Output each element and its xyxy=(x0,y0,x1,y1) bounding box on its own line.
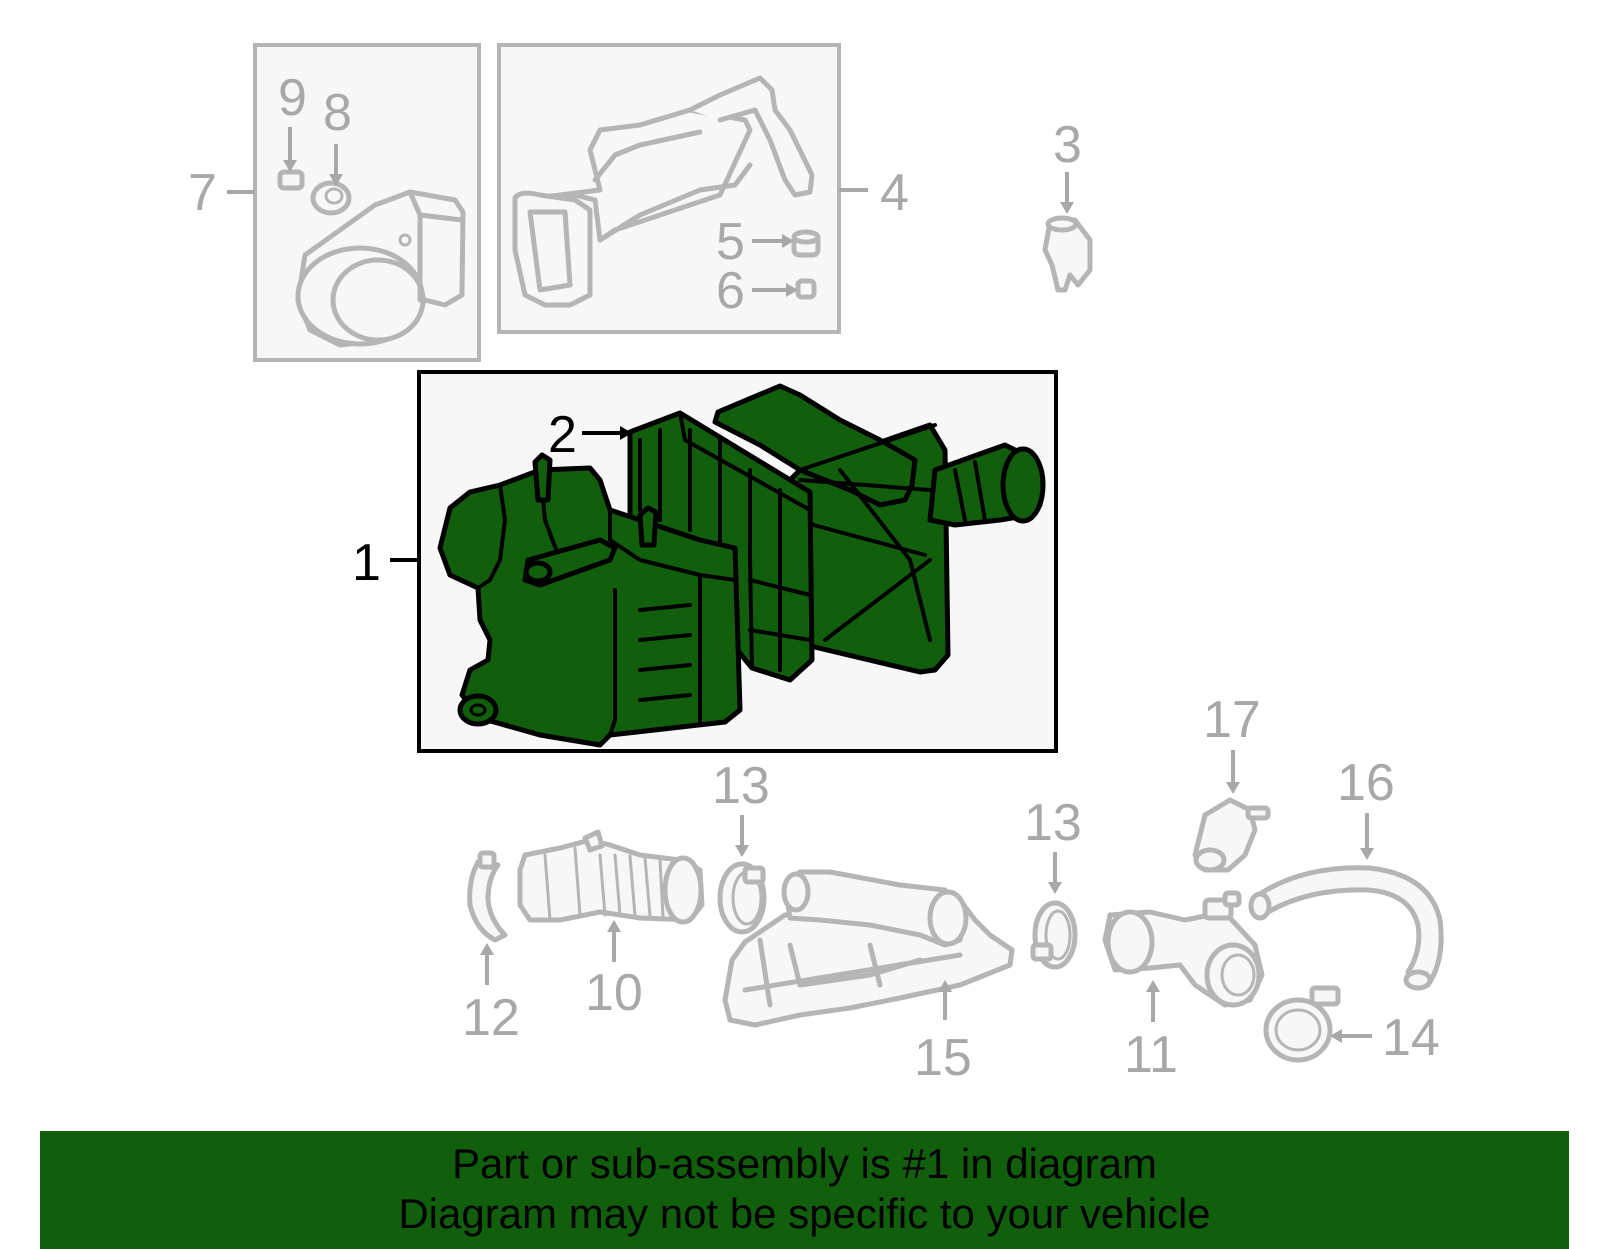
callout-17: 17 xyxy=(1203,691,1261,749)
part-12-clamp xyxy=(467,850,508,943)
part-17-valve xyxy=(1192,797,1271,873)
callout-11: 11 xyxy=(1124,1026,1178,1084)
notice-banner: Part or sub-assembly is #1 in diagram Di… xyxy=(40,1131,1569,1249)
callout-5: 5 xyxy=(716,213,745,271)
part-4-intake-duct xyxy=(512,75,815,308)
callout-4: 4 xyxy=(880,164,909,222)
part-10-hose xyxy=(517,829,705,925)
callout-3: 3 xyxy=(1053,116,1082,174)
callout-9: 9 xyxy=(278,69,307,127)
callout-15: 15 xyxy=(914,1029,972,1087)
callout-14: 14 xyxy=(1382,1009,1440,1067)
part-13-clamp-right xyxy=(1030,900,1078,970)
leader-lines xyxy=(227,127,1374,1043)
part-9-grommet xyxy=(277,169,305,191)
part-13-clamp-left xyxy=(717,861,767,935)
banner-line-1: Part or sub-assembly is #1 in diagram xyxy=(452,1140,1157,1187)
callout-13-right: 13 xyxy=(1024,794,1082,852)
part-3-sensor xyxy=(1042,215,1093,293)
callout-2: 2 xyxy=(548,406,577,464)
part-16-hose xyxy=(1248,865,1444,991)
part-8-nut xyxy=(310,180,352,216)
callout-13-left: 13 xyxy=(712,757,770,815)
part-6-cap xyxy=(795,278,817,300)
callout-7: 7 xyxy=(188,164,217,222)
part-5-clip xyxy=(791,229,821,258)
callout-8: 8 xyxy=(323,84,352,142)
banner-line-2: Diagram may not be specific to your vehi… xyxy=(398,1190,1211,1237)
callout-12: 12 xyxy=(462,989,520,1047)
part-11-elbow xyxy=(1102,890,1265,1008)
part-15-resonator xyxy=(722,869,1015,1028)
callout-16: 16 xyxy=(1337,754,1395,812)
callout-10: 10 xyxy=(585,964,643,1022)
part-1-air-cleaner-assembly xyxy=(437,383,1046,748)
part-7-throttle-body xyxy=(295,189,466,348)
callout-6: 6 xyxy=(716,262,745,320)
part-14-clamp xyxy=(1263,985,1341,1063)
callout-1: 1 xyxy=(352,534,381,592)
